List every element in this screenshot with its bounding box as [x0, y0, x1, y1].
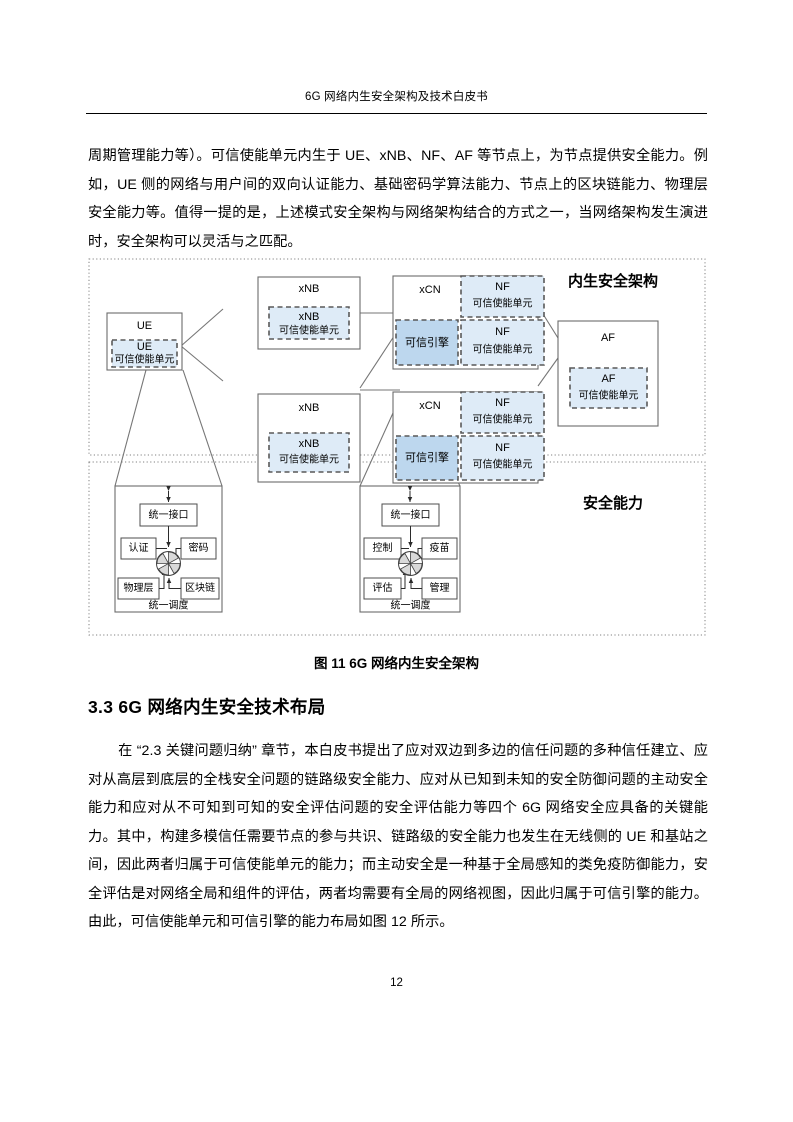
node-xcn-top-nf-lower-line2: 可信使能单元 — [473, 343, 533, 356]
node-xcn-bottom-nf-upper-line2: 可信使能单元 — [473, 413, 533, 426]
capability-box-right: 统一接口 控制 疫苗 评估 管理 — [359, 485, 461, 613]
node-xcn-top-nf-upper-line1: NF — [495, 281, 510, 293]
cap-right-item-top-left: 控制 — [373, 541, 393, 554]
cap-left-scheduler: 统一调度 — [149, 599, 189, 612]
figure-11-architecture-diagram: UE UE 可信使能单元 xNB xNB 可信使能单元 xNB xNB 可信使能… — [88, 258, 706, 636]
figure-caption: 图 11 6G 网络内生安全架构 — [313, 656, 480, 671]
node-xcn-bottom-title: xCN — [419, 400, 440, 412]
zone-label-upper: 内生安全架构 — [568, 272, 658, 290]
node-xcn-top-engine: 可信引擎 — [405, 335, 449, 349]
node-af-title: AF — [601, 332, 615, 344]
node-xnb-top-inner-line2: 可信使能单元 — [279, 324, 339, 337]
node-xcn-top: xCN 可信引擎 NF 可信使能单元 NF 可信使能单元 — [392, 275, 545, 370]
cap-left-item-top-right: 密码 — [189, 541, 209, 554]
cap-left-item-top-left: 认证 — [129, 541, 149, 554]
node-xcn-bottom-nf-upper-line1: NF — [495, 397, 510, 409]
node-xcn-bottom-nf-lower-line2: 可信使能单元 — [473, 458, 533, 471]
node-xcn-bottom: xCN 可信引擎 NF 可信使能单元 NF 可信使能单元 — [392, 391, 545, 484]
cap-left-item-bottom-left: 物理层 — [124, 581, 154, 594]
node-ue: UE UE 可信使能单元 — [106, 312, 183, 371]
node-af-inner-line2: 可信使能单元 — [579, 389, 639, 402]
section-heading-3-3: 3.3 6G 网络内生安全技术布局 — [88, 697, 326, 717]
cap-right-item-top-right: 疫苗 — [430, 541, 450, 554]
node-xnb-bottom-inner-line1: xNB — [299, 438, 320, 450]
page-number: 12 — [390, 977, 403, 989]
node-xcn-bottom-engine: 可信引擎 — [405, 450, 449, 464]
aperture-icon-left — [156, 551, 181, 576]
cap-right-item-bottom-left: 评估 — [373, 581, 393, 594]
node-xnb-top-inner-line1: xNB — [299, 311, 320, 323]
node-af-inner-line1: AF — [601, 373, 615, 385]
cap-right-interface: 统一接口 — [391, 508, 431, 521]
node-xcn-top-nf-upper-line2: 可信使能单元 — [473, 297, 533, 310]
aperture-icon-right — [398, 551, 423, 576]
header-divider — [86, 113, 707, 114]
cap-right-scheduler: 统一调度 — [391, 599, 431, 612]
capability-box-left: 统一接口 认证 密码 物理层 区块链 — [114, 485, 223, 613]
cap-left-interface: 统一接口 — [149, 508, 189, 521]
node-xcn-top-nf-lower-line1: NF — [495, 326, 510, 338]
node-ue-title: UE — [137, 320, 152, 332]
section-body-text: 在 “2.3 关键问题归纳” 章节，本白皮书提出了应对双边到多边的信任问题的多种… — [88, 743, 708, 930]
node-xnb-top: xNB xNB 可信使能单元 — [257, 276, 361, 350]
node-xnb-bottom-title: xNB — [299, 402, 320, 414]
node-xcn-top-title: xCN — [419, 284, 440, 296]
zone-label-lower: 安全能力 — [583, 494, 643, 512]
node-ue-inner-line1: UE — [137, 341, 152, 353]
node-xcn-bottom-nf-lower-line1: NF — [495, 442, 510, 454]
paragraph-continuation: 周期管理能力等）。可信使能单元内生于 UE、xNB、NF、AF 等节点上，为节点… — [88, 148, 708, 250]
section-body-paragraph: 在 “2.3 关键问题归纳” 章节，本白皮书提出了应对双边到多边的信任问题的多种… — [88, 737, 708, 937]
node-xnb-bottom-inner-line2: 可信使能单元 — [279, 453, 339, 466]
cap-right-item-bottom-right: 管理 — [430, 581, 450, 594]
cap-left-item-bottom-right: 区块链 — [185, 581, 215, 594]
node-ue-inner-line2: 可信使能单元 — [115, 353, 175, 366]
page-header: 6G 网络内生安全架构及技术白皮书 — [305, 91, 488, 103]
node-xnb-bottom: xNB xNB 可信使能单元 — [257, 393, 361, 483]
node-af: AF AF 可信使能单元 — [557, 320, 659, 427]
node-xnb-top-title: xNB — [299, 283, 320, 295]
